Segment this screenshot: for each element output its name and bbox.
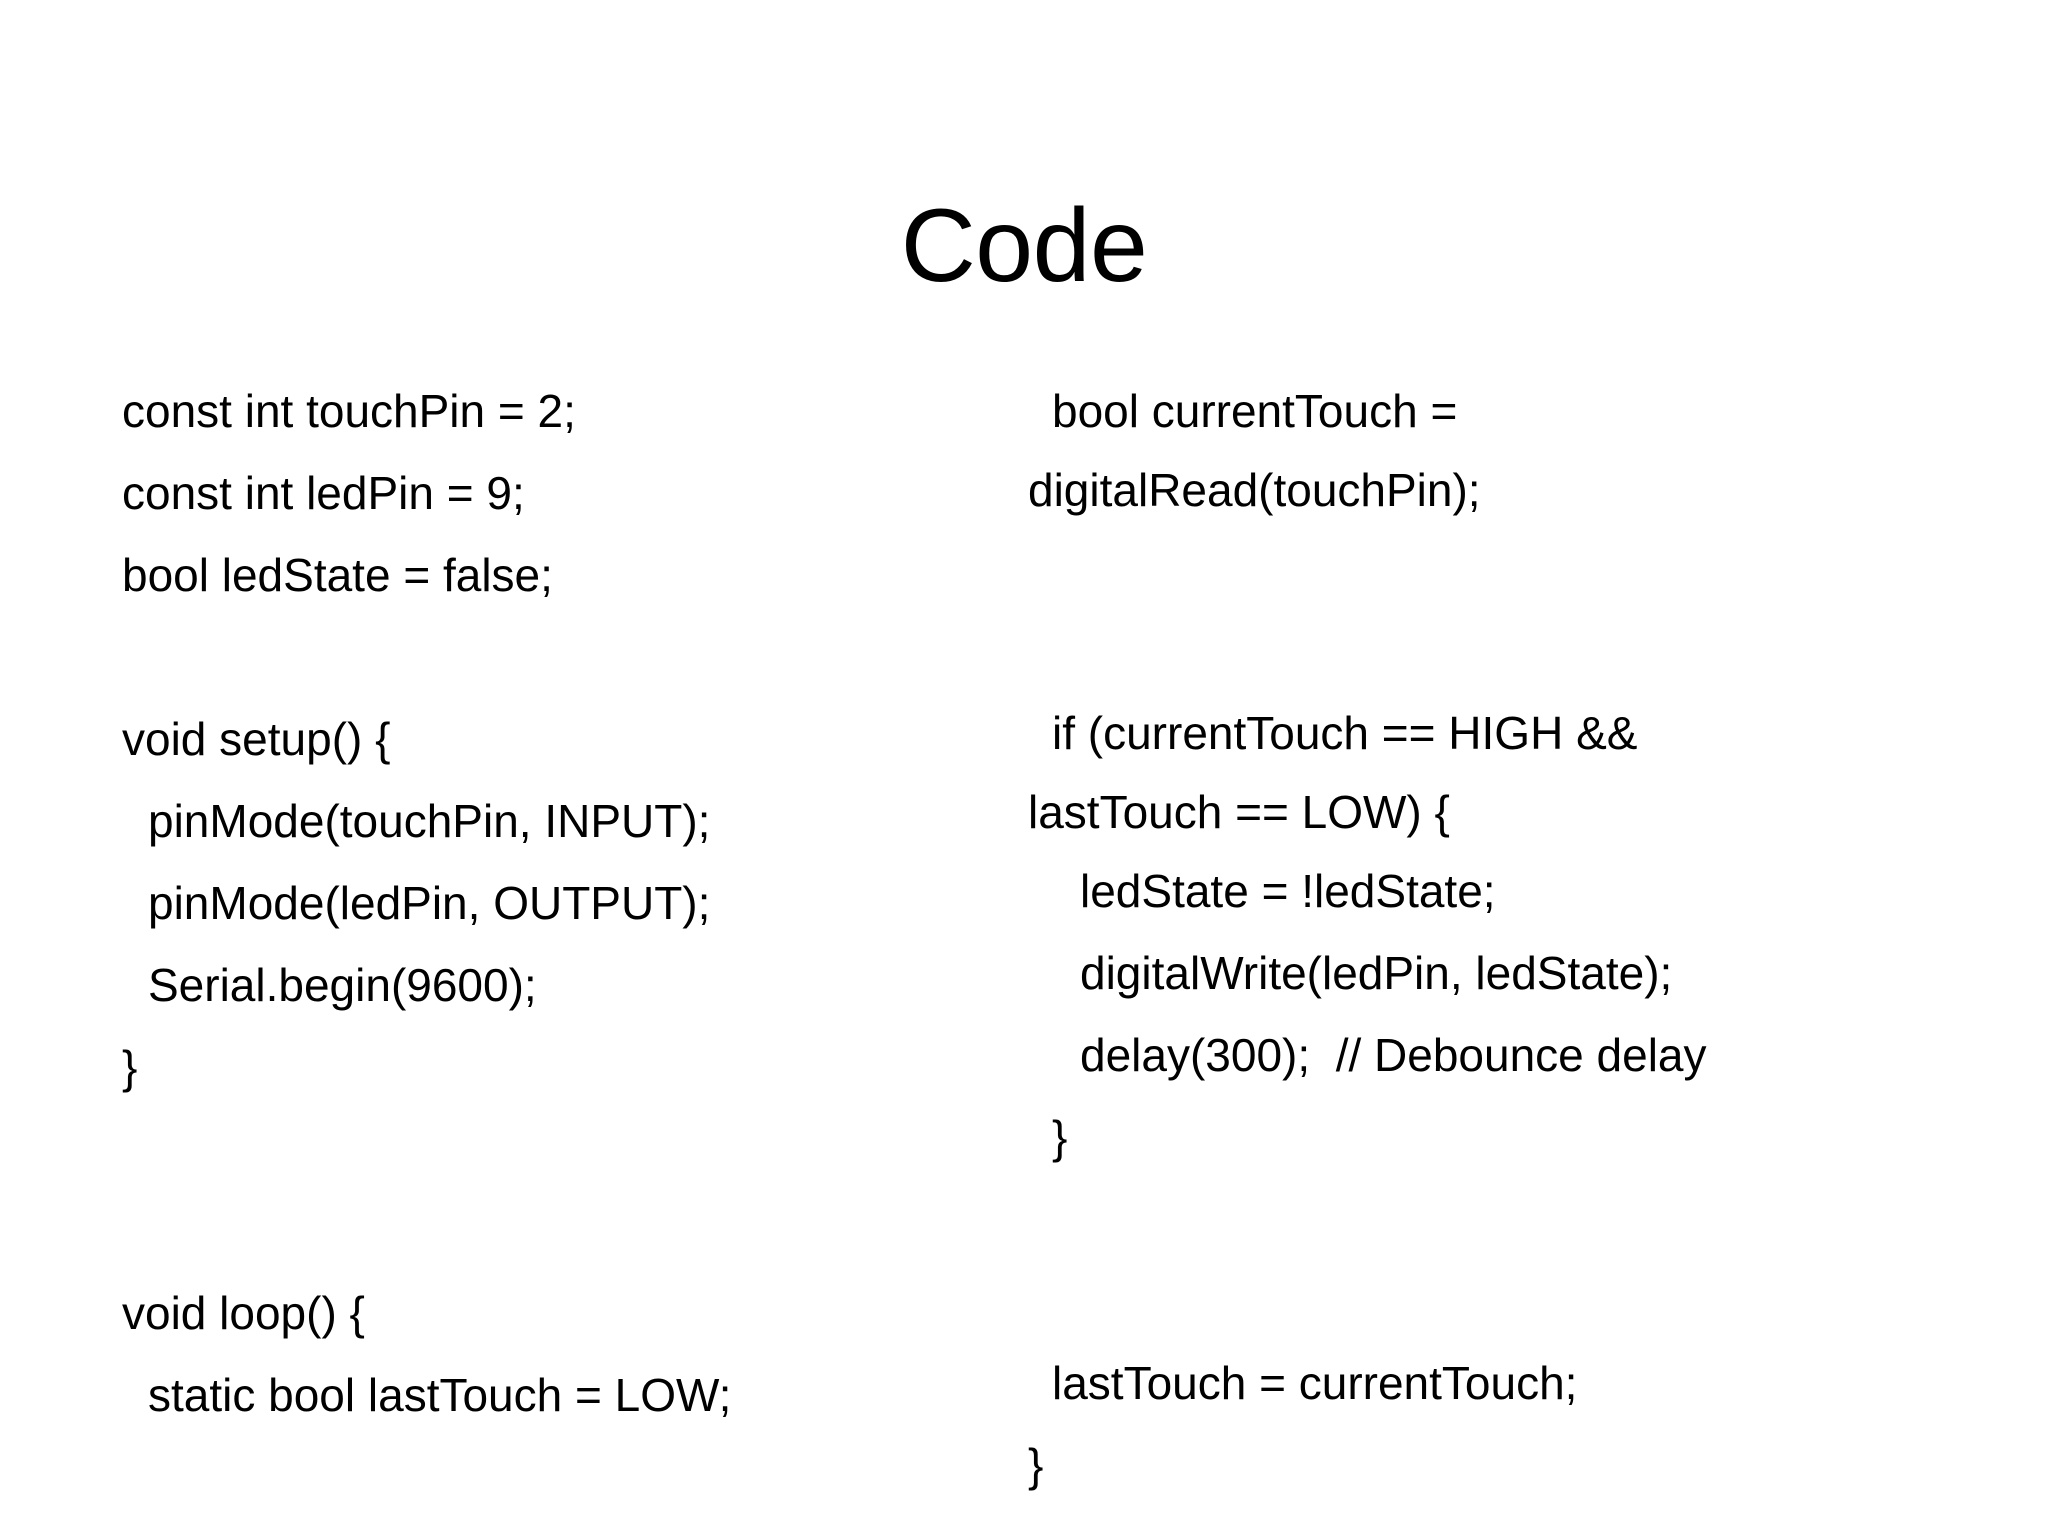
code-line: lastTouch = currentTouch;: [1052, 1357, 1578, 1409]
slide-title: Code: [900, 187, 1148, 304]
code-line: const int ledPin = 9;: [122, 467, 525, 519]
code-line: void setup() {: [122, 713, 391, 765]
code-blank-line: [1028, 1260, 1888, 1342]
code-blank-line: [1028, 1178, 1888, 1260]
code-blank-line: [122, 1108, 922, 1190]
code-line: Serial.begin(9600);: [148, 959, 537, 1011]
code-blank-line: [1028, 528, 1888, 610]
code-line: lastTouch == LOW) {: [1028, 786, 1450, 838]
code-line: pinMode(touchPin, INPUT);: [148, 795, 711, 847]
code-line: const int touchPin = 2;: [122, 385, 576, 437]
code-line: bool ledState = false;: [122, 549, 553, 601]
code-block-right: bool currentTouch = digitalRead(touchPin)…: [1028, 370, 1888, 1506]
code-line: }: [1052, 1111, 1068, 1163]
code-line: digitalWrite(ledPin, ledState);: [1080, 947, 1673, 999]
code-blank-line: [1028, 610, 1888, 692]
code-line: static bool lastTouch = LOW;: [148, 1369, 732, 1421]
code-line: ledState = !ledState;: [1080, 865, 1496, 917]
code-line: void loop() {: [122, 1287, 365, 1339]
code-blank-line: [122, 616, 922, 698]
code-line: if (currentTouch == HIGH &&: [1052, 707, 1638, 759]
code-line: }: [122, 1041, 138, 1093]
code-block-left: const int touchPin = 2; const int ledPin …: [122, 370, 922, 1436]
code-blank-line: [122, 1190, 922, 1272]
code-line: bool currentTouch =: [1052, 385, 1458, 437]
code-line: pinMode(ledPin, OUTPUT);: [148, 877, 711, 929]
code-line: delay(300); // Debounce delay: [1080, 1029, 1707, 1081]
code-line: digitalRead(touchPin);: [1028, 464, 1481, 516]
code-line: }: [1028, 1439, 1044, 1491]
